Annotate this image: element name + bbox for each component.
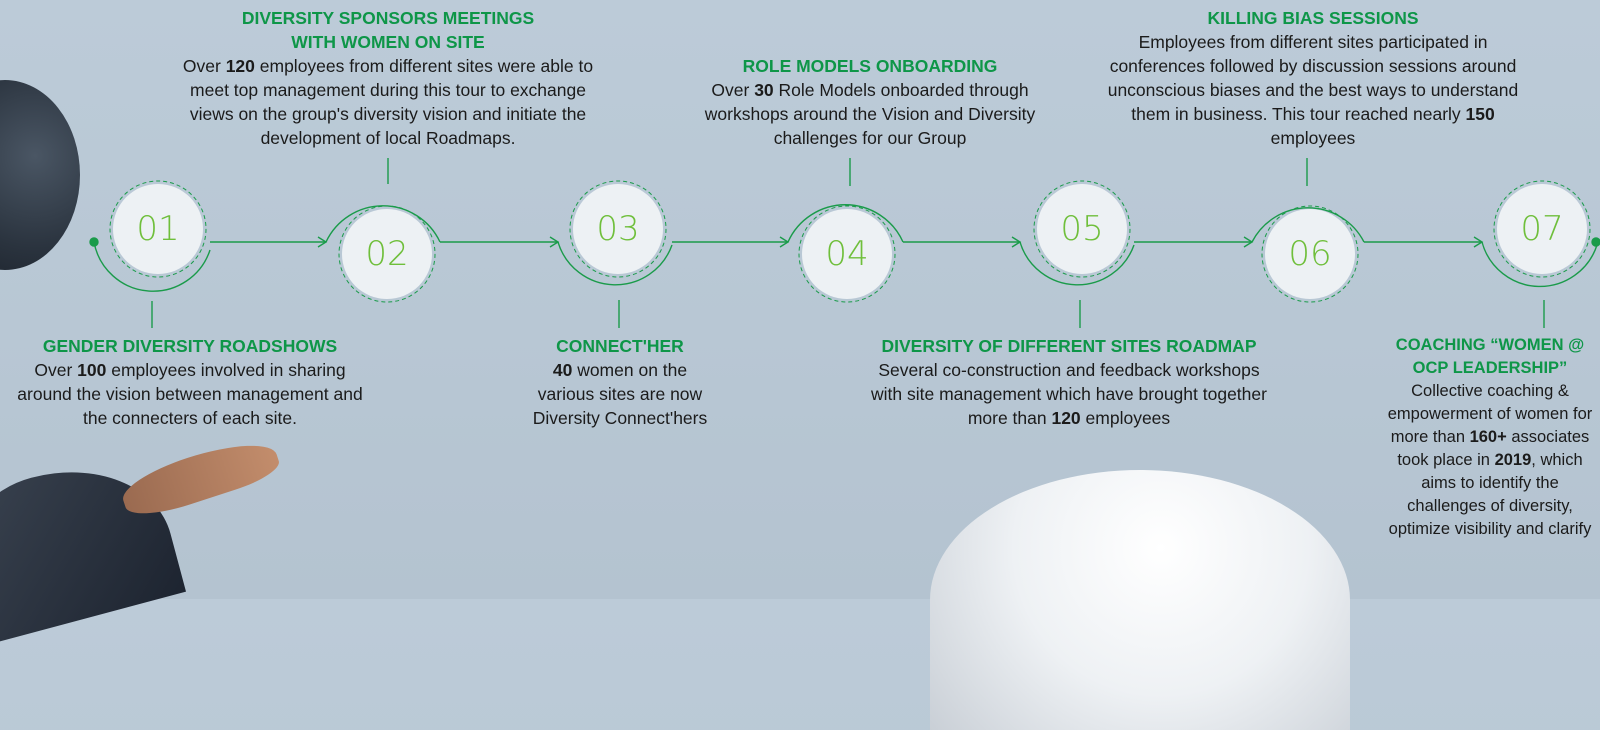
step-04-block: ROLE MODELS ONBOARDING Over 30 Role Mode… [680, 54, 1060, 150]
step-01-title: GENDER DIVERSITY ROADSHOWS [42, 336, 338, 356]
step-06-arc [1251, 207, 1365, 243]
step-07-number: 07 [1497, 184, 1587, 274]
timeline-connectors [89, 158, 1600, 328]
step-05-block: DIVERSITY OF DIFFERENT SITES ROADMAP Sev… [864, 334, 1274, 430]
step-04-dashed-ring [798, 205, 896, 303]
step-06-block: KILLING BIAS SESSIONS Employees from dif… [1093, 6, 1533, 150]
step-07-arc [1481, 241, 1598, 288]
step-01-arc [93, 241, 211, 292]
step-03-number: 03 [573, 184, 663, 274]
step-01-block: GENDER DIVERSITY ROADSHOWS Over 100 empl… [10, 334, 370, 430]
step-02-title: DIVERSITY SPONSORS MEETINGS WITH WOMEN O… [241, 8, 535, 52]
step-02-number: 02 [342, 209, 432, 299]
step-02-block: DIVERSITY SPONSORS MEETINGS WITH WOMEN O… [168, 6, 608, 150]
step-01-dashed-ring [109, 180, 207, 278]
timeline-end-dot [1591, 237, 1600, 247]
step-01-description: Over 100 employees involved in sharing a… [17, 360, 363, 428]
step-02-description: Over 120 employees from different sites … [182, 56, 594, 148]
step-05-arc [1019, 241, 1135, 286]
step-04-title: ROLE MODELS ONBOARDING [742, 56, 998, 76]
step-02-arc [325, 205, 441, 243]
step-07-title: COACHING “WOMEN @ OCP LEADERSHIP” [1395, 336, 1585, 377]
step-03-block: CONNECT'HER 40 women on the various site… [505, 334, 735, 430]
step-06-title: KILLING BIAS SESSIONS [1207, 8, 1419, 28]
step-05-number: 05 [1037, 184, 1127, 274]
step-03-description: 40 women on the various sites are now Di… [532, 360, 708, 428]
step-05-dashed-ring [1033, 180, 1131, 278]
step-05-title: DIVERSITY OF DIFFERENT SITES ROADMAP [881, 336, 1257, 356]
step-05-description: Several co-construction and feedback wor… [871, 360, 1267, 428]
step-01-number: 01 [113, 184, 203, 274]
step-03-dashed-ring [569, 180, 667, 278]
step-03-arc [557, 241, 673, 286]
step-04-arc [787, 204, 904, 243]
step-06-description: Employees from different sites participa… [1107, 32, 1519, 148]
step-06-dashed-ring [1261, 205, 1359, 303]
step-07-block: COACHING “WOMEN @ OCP LEADERSHIP” Collec… [1380, 334, 1600, 541]
step-07-description: Collective coaching & empowerment of wom… [1387, 382, 1593, 538]
step-04-number: 04 [802, 209, 892, 299]
step-03-title: CONNECT'HER [556, 336, 684, 356]
step-07-dashed-ring [1493, 180, 1591, 278]
step-04-description: Over 30 Role Models onboarded through wo… [704, 80, 1036, 148]
step-06-number: 06 [1265, 209, 1355, 299]
